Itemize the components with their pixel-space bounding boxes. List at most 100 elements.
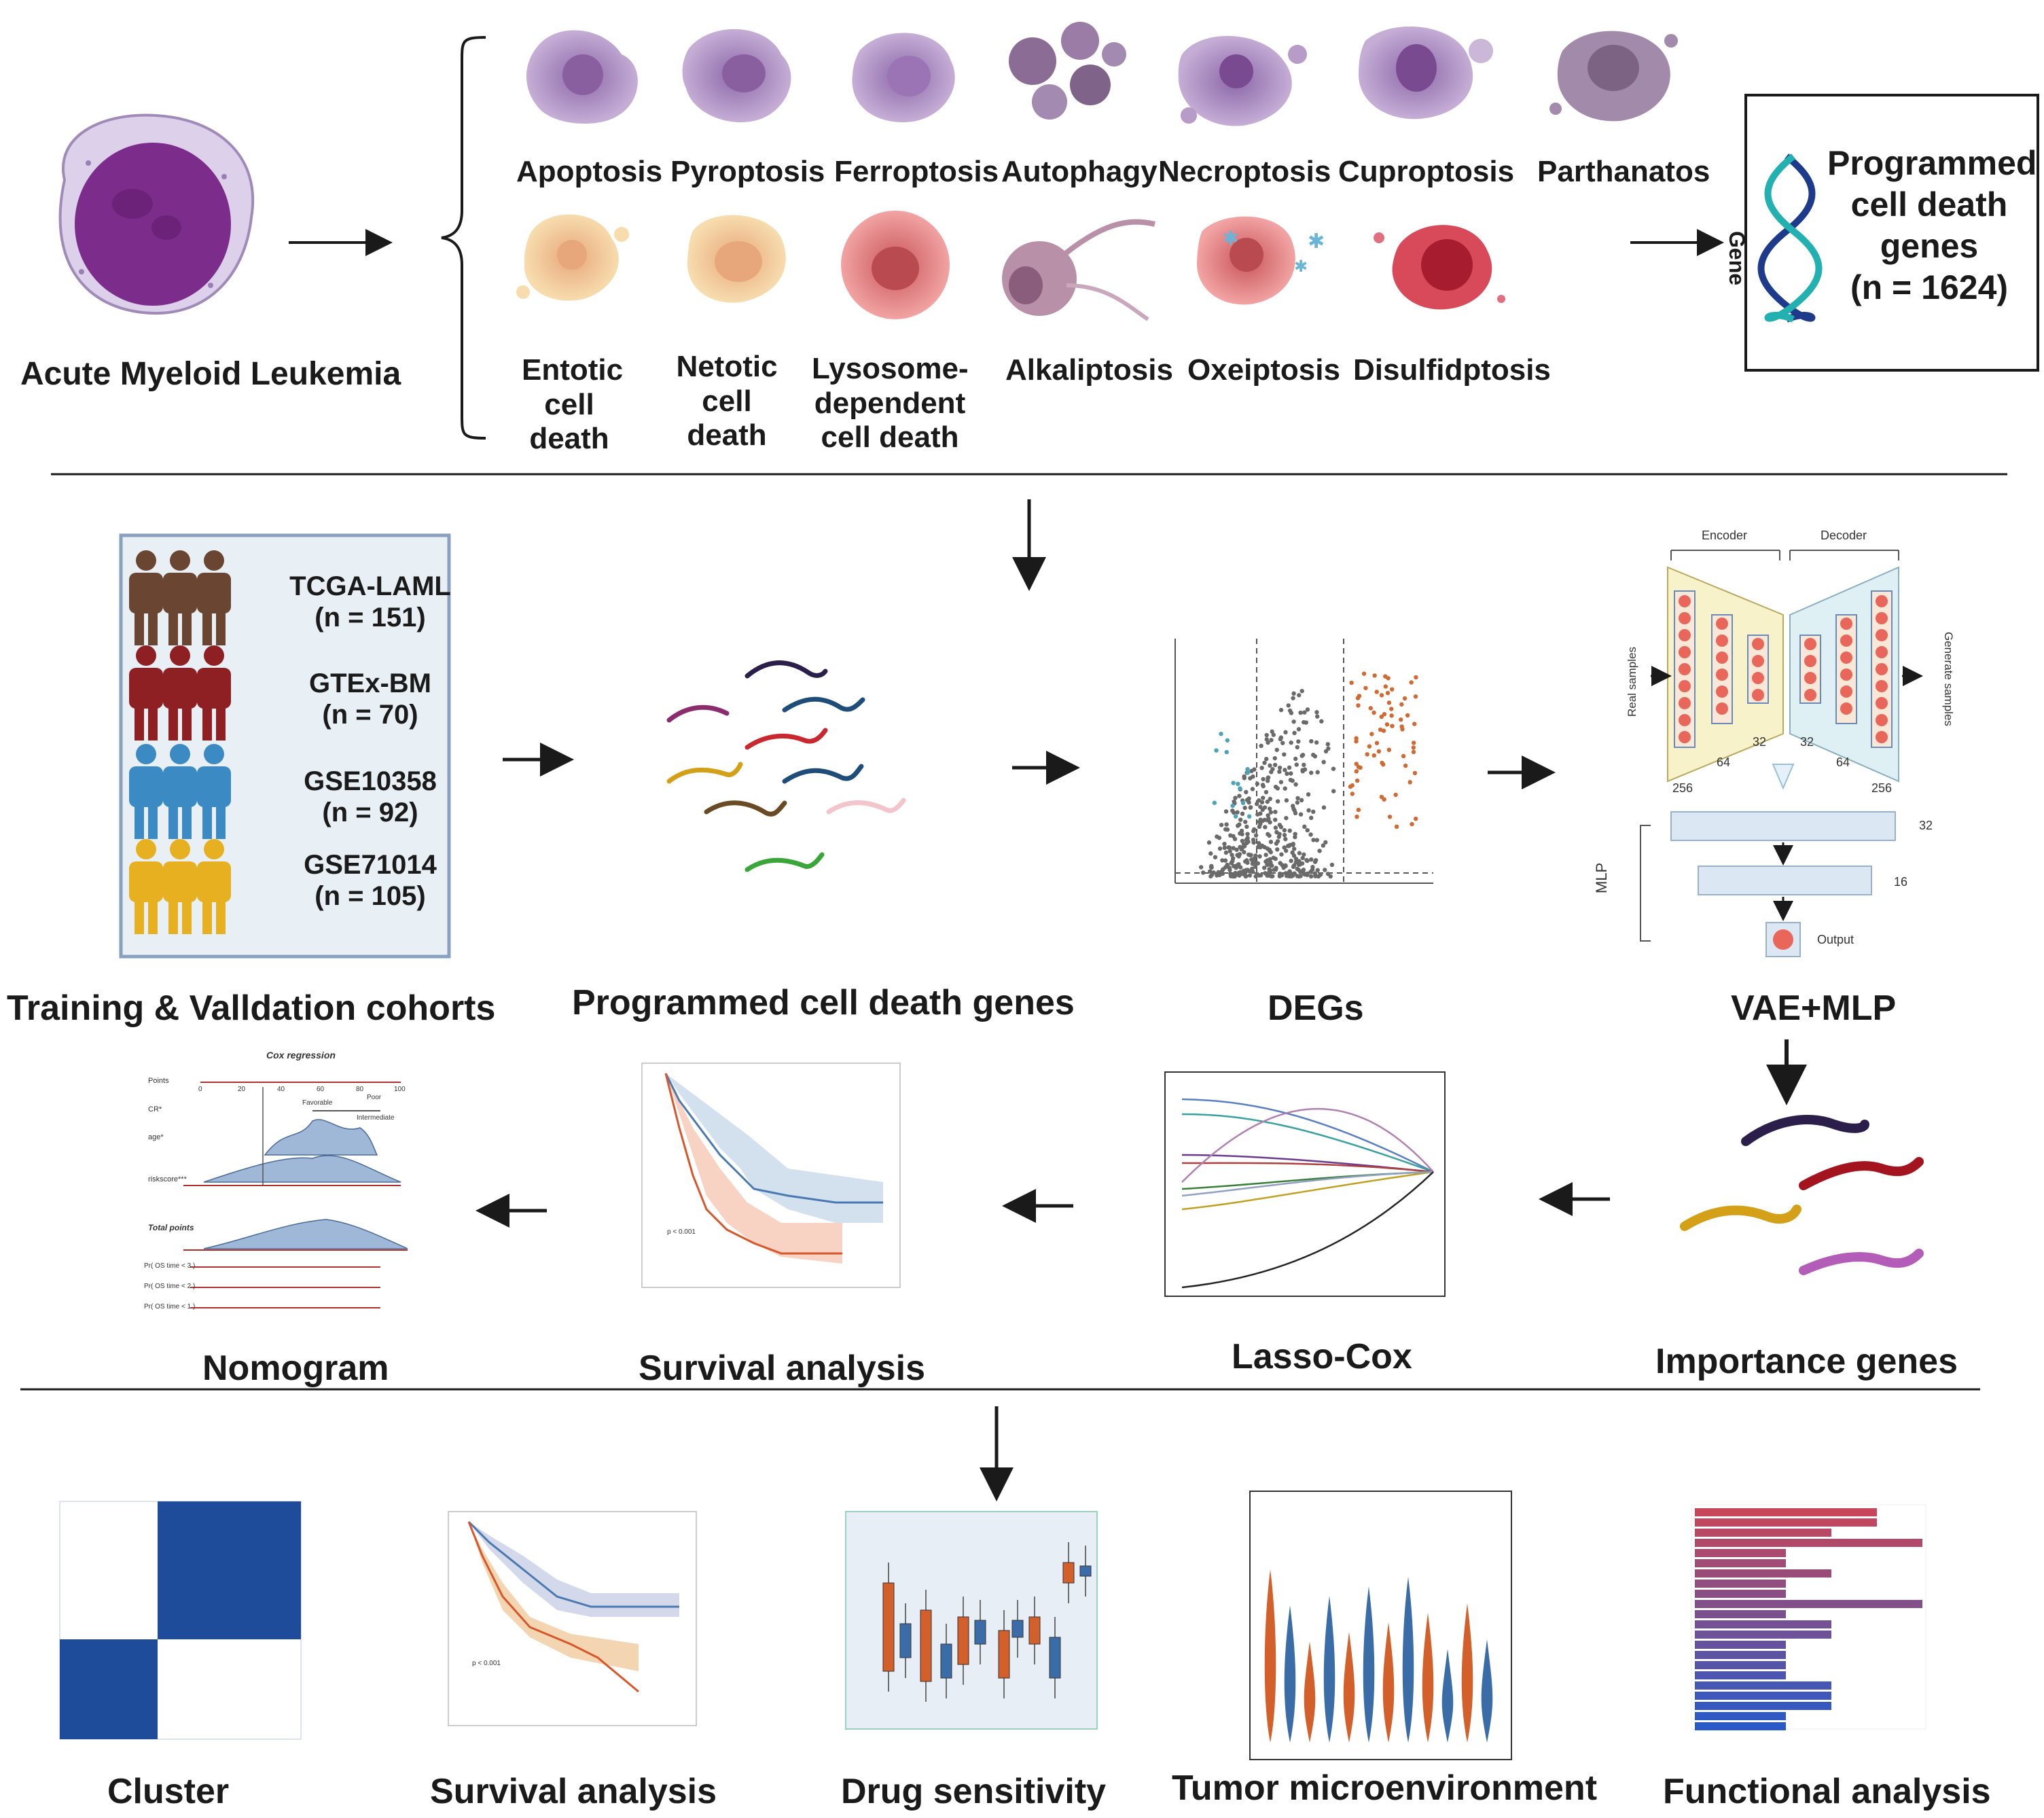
violin: [1363, 1586, 1375, 1743]
volcano-point: [1224, 822, 1229, 827]
person-icon: [163, 744, 197, 839]
box: [974, 1620, 986, 1645]
volcano-point: [1259, 800, 1265, 805]
volcano-point: [1323, 840, 1328, 845]
volcano-point: [1291, 691, 1296, 696]
volcano-point: [1259, 743, 1263, 749]
cluster-heatmap: [59, 1501, 302, 1740]
volcano-point: [1292, 730, 1297, 736]
volcano-point: [1297, 862, 1302, 867]
vae-node: [1716, 669, 1728, 681]
volcano-point: [1278, 780, 1284, 785]
volcano-point: [1227, 849, 1232, 854]
volcano-point: [1244, 798, 1250, 802]
volcano-point: [1255, 861, 1261, 866]
volcano-point: [1228, 871, 1233, 876]
volcano-point: [1306, 808, 1311, 813]
volcano-point: [1287, 828, 1292, 833]
volcano-point: [1233, 814, 1238, 819]
volcano-point: [1272, 762, 1278, 768]
volcano-point: [1300, 855, 1305, 861]
person-icon: [129, 645, 163, 741]
volcano-point: [1405, 713, 1410, 718]
volcano-point: [1374, 690, 1379, 694]
vae-node: [1876, 612, 1888, 624]
volcano-point: [1412, 770, 1418, 776]
volcano-point: [1389, 707, 1394, 711]
volcano-point: [1380, 760, 1384, 766]
necroptosis-cell-icon: [1178, 35, 1307, 126]
volcano-point: [1267, 806, 1272, 811]
volcano-point: [1230, 803, 1235, 808]
volcano-point: [1234, 847, 1239, 853]
volcano-point: [1219, 823, 1224, 827]
volcano-point: [1208, 851, 1213, 856]
volcano-point: [1299, 798, 1304, 803]
volcano-point: [1247, 873, 1253, 878]
volcano-point: [1262, 805, 1268, 810]
volcano-point: [1217, 872, 1222, 878]
volcano-point: [1237, 873, 1242, 878]
volcano-point: [1299, 688, 1304, 694]
func-bar: [1695, 1610, 1786, 1618]
volcano-point: [1260, 783, 1266, 787]
volcano-point: [1258, 817, 1263, 822]
volcano-point: [1280, 863, 1285, 868]
volcano-point: [1219, 869, 1225, 874]
volcano-point: [1240, 832, 1244, 837]
p-value: p < 0.001: [667, 1228, 696, 1236]
cohort-label: TCGA-LAML(n = 151): [289, 571, 451, 632]
vae-node: [1876, 731, 1888, 743]
box: [1062, 1562, 1075, 1584]
volcano-point: [1274, 830, 1279, 835]
volcano-point: [1240, 800, 1246, 806]
volcano-point: [1315, 868, 1320, 873]
lysosome-cell-icon: [841, 211, 950, 319]
volcano-point: [1253, 833, 1259, 838]
volcano-point: [1302, 852, 1306, 857]
vae-node: [1752, 689, 1764, 701]
survival-label-middle: Survival analysis: [639, 1349, 926, 1388]
decoder-label: Decoder: [1821, 529, 1867, 542]
volcano-point: [1331, 766, 1336, 771]
volcano-point: [1287, 842, 1293, 847]
volcano-point: [1314, 740, 1319, 745]
disulfidptosis-cell-icon: [1374, 225, 1505, 310]
volcano-point: [1242, 850, 1247, 855]
volcano-point: [1291, 719, 1296, 724]
size-label: 256: [1672, 781, 1693, 795]
volcano-point: [1354, 769, 1359, 774]
violin: [1461, 1603, 1473, 1743]
drug-sensitivity-label: Drug sensitivity: [841, 1772, 1107, 1811]
vae-node: [1716, 635, 1728, 647]
alkaliptosis-cell-icon: [1002, 219, 1155, 321]
tme-violins: [1249, 1491, 1512, 1760]
violin: [1402, 1577, 1414, 1743]
volcano-point: [1227, 845, 1232, 850]
func-bar: [1695, 1712, 1786, 1720]
person-icon: [129, 744, 163, 839]
volcano-point: [1225, 827, 1230, 832]
vae-node: [1752, 638, 1764, 650]
volcano-point: [1302, 824, 1307, 830]
generate-samples-label: Generate samples: [1942, 632, 1955, 726]
violin: [1481, 1639, 1493, 1743]
volcano-point: [1274, 747, 1279, 752]
person-icon: [197, 744, 231, 839]
volcano-point: [1308, 870, 1313, 874]
nomogram-cr: Favorable: [302, 1099, 333, 1107]
mlp-size-label: 16: [1894, 875, 1908, 889]
func-bar: [1695, 1559, 1786, 1567]
volcano-point: [1357, 694, 1362, 698]
volcano-point: [1331, 789, 1336, 794]
vae-node: [1840, 635, 1852, 647]
volcano-point: [1237, 794, 1242, 798]
volcano-point: [1350, 791, 1355, 796]
volcano-point: [1290, 850, 1295, 855]
volcano-point: [1223, 865, 1228, 870]
svg-text:✱: ✱: [1308, 230, 1325, 253]
survival-plot-middle: [641, 1063, 901, 1288]
func-bar: [1695, 1590, 1786, 1598]
box: [882, 1582, 895, 1672]
volcano-point: [1266, 775, 1270, 781]
